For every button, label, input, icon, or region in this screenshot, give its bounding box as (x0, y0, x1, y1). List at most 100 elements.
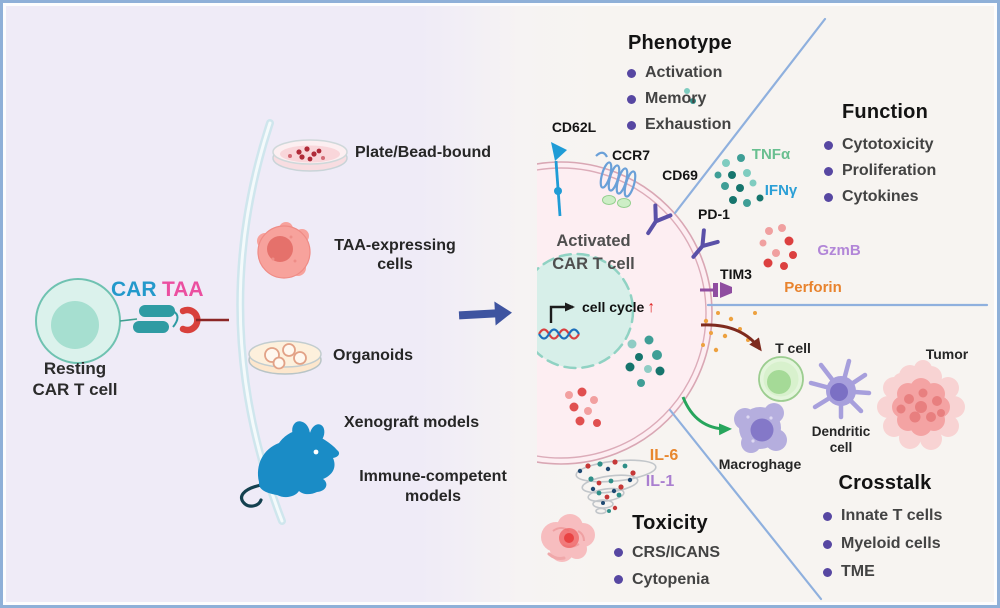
nucleus (537, 252, 635, 370)
bullet-icon (824, 140, 833, 150)
dendritic-line2: cell (829, 440, 853, 455)
tnf-ifn-dots (684, 88, 764, 207)
phenotype-list: Activation Memory Exhaustion (627, 60, 731, 138)
arrow-to-t-cell (700, 323, 762, 352)
cd69-receptor-icon (646, 203, 673, 236)
plate-bead-label: Plate/Bead-bound (355, 144, 492, 161)
resting-label-line1: Resting (43, 359, 107, 378)
activated-line2: CAR T cell (552, 255, 635, 273)
organoids-label: Organoids (333, 347, 414, 364)
list-item: Memory (627, 86, 731, 112)
phenotype-item-exhaustion: Exhaustion (645, 116, 732, 133)
list-item: Activation (627, 60, 731, 86)
bullet-icon (823, 539, 832, 549)
phenotype-item-memory: Memory (645, 90, 707, 107)
t-cell-icon (758, 356, 804, 402)
arrow-to-macrophage (681, 396, 732, 436)
list-item: Cytopenia (614, 566, 720, 593)
crosstalk-list: Innate T cells Myeloid cells TME (823, 502, 942, 586)
tumor-label: Tumor (925, 346, 969, 362)
macrophage-label: Macroghage (718, 456, 802, 472)
crosstalk-item-myeloid: Myeloid cells (841, 535, 941, 552)
list-item: TME (823, 558, 942, 586)
activated-line1: Activated (556, 232, 631, 250)
list-item: Proliferation (824, 158, 936, 184)
function-list: Cytotoxicity Proliferation Cytokines (824, 132, 936, 210)
ccr7-vesicles (602, 195, 631, 208)
ccr7-label: CCR7 (611, 147, 651, 163)
mouse-icon (239, 421, 340, 508)
taa-antigen-icon (179, 306, 229, 334)
list-item: Cytokines (824, 184, 936, 210)
perforin-label: Perforin (784, 279, 842, 296)
immune-line1: Immune-competent (359, 468, 507, 485)
bullet-icon (824, 192, 833, 202)
function-item-cytokines: Cytokines (842, 188, 919, 205)
bullet-icon (823, 511, 832, 521)
plate-dish-icon (272, 139, 348, 172)
section-dividers (668, 17, 989, 601)
tim3-label: TIM3 (720, 266, 752, 282)
macrophage-icon (734, 403, 787, 453)
taa-cell-icon (257, 222, 311, 279)
granule-dots-internal (565, 387, 601, 427)
cd62l-receptor-icon (551, 142, 567, 217)
car-label: CAR (111, 278, 157, 301)
toxicity-item-cytopenia: Cytopenia (632, 570, 710, 588)
dendritic-cell-label: Dendritic cell (803, 424, 879, 456)
brain-icon (541, 514, 595, 562)
list-item: Myeloid cells (823, 530, 942, 558)
bullet-icon (627, 94, 636, 104)
toxicity-title: Toxicity (632, 512, 708, 534)
function-title: Function (841, 101, 929, 123)
bullet-icon (614, 548, 623, 557)
il1-label: IL-1 (645, 473, 675, 490)
secretion-dots (701, 311, 757, 353)
dendritic-cell-icon (808, 358, 872, 420)
tnfa-label: TNFα (751, 146, 791, 163)
taa-cells-line2: cells (377, 256, 413, 273)
cd69-label: CD69 (662, 167, 698, 183)
bullet-icon (627, 68, 636, 78)
phenotype-title: Phenotype (627, 32, 733, 54)
organoids-dish-icon (248, 340, 322, 375)
list-item: Exhaustion (627, 112, 731, 138)
tim3-receptor-icon (700, 282, 732, 298)
pd1-receptor-icon (691, 228, 720, 259)
function-item-cytotoxicity: Cytotoxicity (842, 136, 934, 153)
cytokine-storm-icon (575, 459, 657, 515)
ifng-label: IFNγ (764, 182, 798, 199)
dendritic-line1: Dendritic (811, 424, 871, 439)
bullet-icon (627, 120, 636, 130)
xenograft-label: Xenograft models (344, 414, 480, 431)
resting-label-line2: CAR T cell (32, 380, 118, 399)
figure-graphics (35, 17, 989, 601)
t-cell-label: T cell (775, 340, 811, 356)
resting-cell-icon (35, 278, 138, 364)
car-receptor-icon (133, 305, 179, 333)
immune-line2: models (404, 487, 461, 505)
taa-expressing-label: TAA-expressing cells (315, 236, 475, 274)
up-arrow: ↑ (647, 299, 656, 316)
taa-label: TAA (162, 278, 204, 301)
cell-cycle-label: cell cycle↑ (582, 299, 655, 317)
pd1-label: PD-1 (698, 206, 730, 222)
list-item: Cytotoxicity (824, 132, 936, 158)
phenotype-item-activation: Activation (645, 64, 723, 81)
flow-arrow (458, 301, 512, 326)
list-item: CRS/ICANS (614, 539, 720, 566)
bullet-icon (823, 567, 832, 577)
immune-competent-label: Immune-competent models (333, 467, 533, 506)
il6-label: IL-6 (649, 447, 679, 464)
dna-icon (538, 328, 580, 340)
gzmb-perforin-dots (759, 224, 797, 270)
crosstalk-title: Crosstalk (838, 472, 932, 494)
transcription-arrow-icon (549, 302, 575, 323)
cd62l-label: CD62L (551, 119, 597, 135)
cell-cycle-text: cell cycle (582, 299, 645, 315)
taa-cells-line1: TAA-expressing (334, 237, 456, 254)
bullet-icon (614, 575, 623, 584)
crosstalk-item-tme: TME (841, 563, 875, 580)
cytokine-dots-internal (625, 335, 665, 387)
